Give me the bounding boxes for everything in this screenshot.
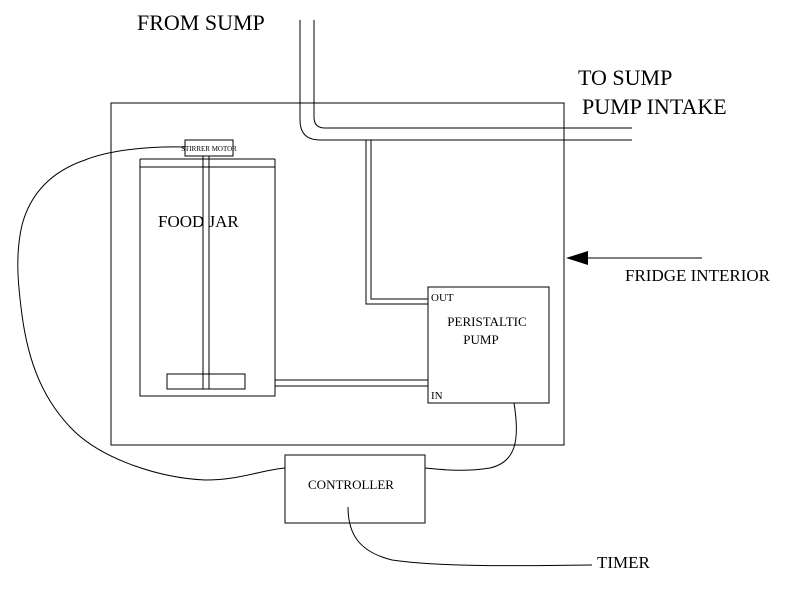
- to-sump-label-line1: TO SUMP: [578, 65, 672, 90]
- peristaltic-pump: [427, 286, 550, 404]
- from-sump-label: FROM SUMP: [137, 10, 265, 35]
- pump-to-controller-wire: [424, 402, 517, 471]
- sump-pipe-outer: [299, 20, 632, 141]
- controller-label: CONTROLLER: [308, 477, 394, 492]
- pump-outlet-pipe-inner: [370, 140, 428, 300]
- controller-to-timer-wire: [347, 506, 593, 567]
- fridge-interior-arrowhead: [566, 251, 588, 265]
- stirrer-motor-label: STIRRER MOTOR: [181, 145, 237, 153]
- fridge-interior-label: FRIDGE INTERIOR: [625, 266, 771, 285]
- food-jar: [139, 166, 276, 397]
- controller-box: [284, 454, 426, 524]
- stirrer-paddle: [166, 373, 246, 390]
- pump-out-label: OUT: [431, 292, 454, 304]
- timer-label: TIMER: [597, 553, 651, 572]
- motor-to-controller-wire: [17, 146, 286, 481]
- to-sump-label-line2: PUMP INTAKE: [582, 94, 727, 119]
- food-jar-label: FOOD JAR: [158, 212, 239, 231]
- pump-in-label: IN: [431, 390, 443, 402]
- pump-name-line1: PERISTALTIC: [447, 314, 526, 329]
- sump-pipe-inner: [313, 20, 632, 129]
- pump-name-line2: PUMP: [463, 332, 498, 347]
- pump-outlet-pipe-outer: [365, 140, 428, 305]
